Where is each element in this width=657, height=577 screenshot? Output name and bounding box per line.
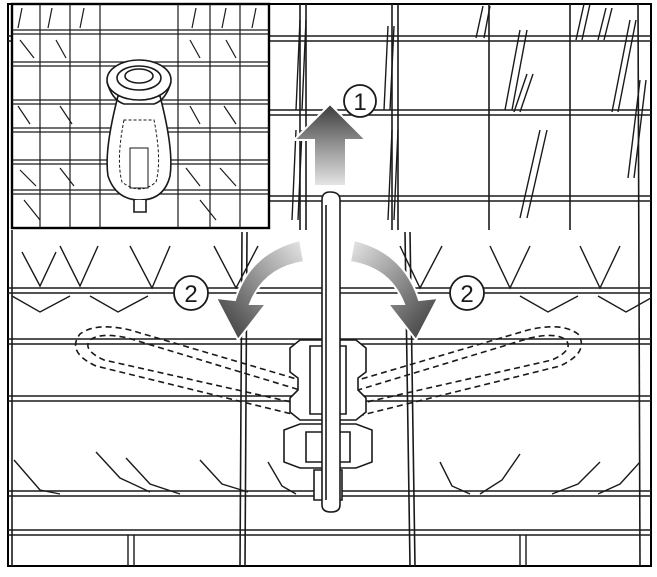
callout-step-1: 1 [343,84,377,118]
callout-step-1-label: 1 [353,89,366,116]
arrow-up-icon [291,102,369,187]
rack-tines-upper [291,4,647,221]
spray-arm-outline [74,326,583,417]
spray-arm-right-wing-inner [357,334,569,405]
callout-step-2-right: 2 [449,275,485,311]
spray-arm-left-wing [74,326,301,417]
inset-rack [12,4,269,228]
spray-arm-right-wing [357,326,583,417]
curved-arrow-left-icon [214,238,306,342]
callout-step-2-left-label: 2 [184,281,197,308]
callout-step-2-right-label: 2 [460,281,473,308]
center-pipe [321,191,341,513]
rotate-arrows [214,238,440,342]
curved-arrow-right-icon [348,238,440,342]
lift-arrow [291,102,369,187]
inset-detail [10,2,271,230]
rack-tines-lower [13,451,641,566]
callout-step-2-left: 2 [173,275,209,311]
inset-spray-arm-nozzle [106,59,172,213]
rack-tines-middle [11,245,651,313]
